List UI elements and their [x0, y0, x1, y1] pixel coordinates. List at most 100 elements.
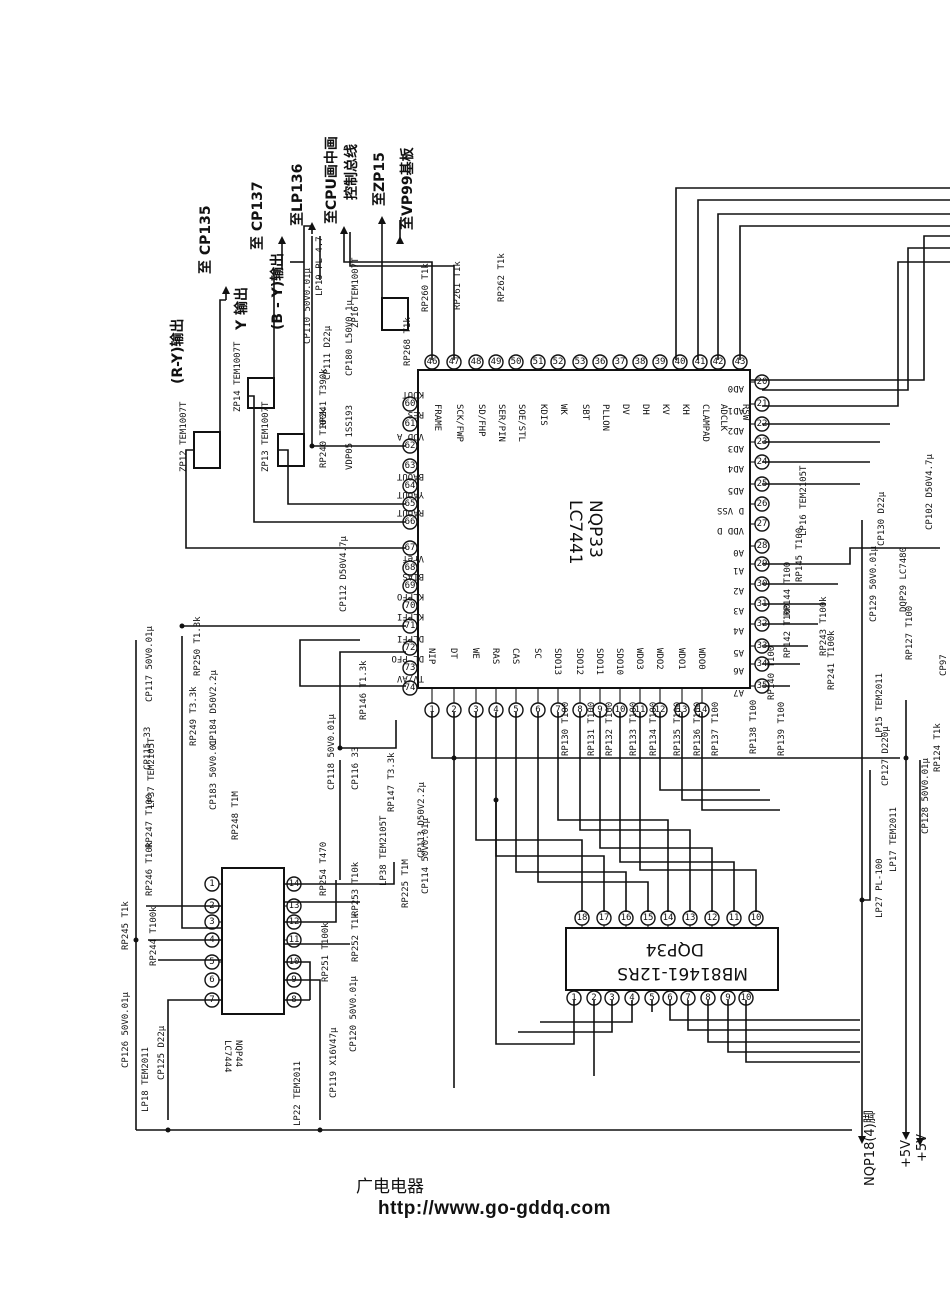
main-right-pin-label: AD4 [728, 463, 744, 473]
main-left-pin-label: DLPFI [397, 633, 424, 643]
main-right-pin [754, 496, 770, 512]
aux-left-pin [204, 972, 220, 988]
component-label: RP139 T100 [777, 702, 787, 756]
power-5v-1: +5V [899, 1140, 914, 1168]
component-label: RP247 T100 [145, 794, 155, 848]
main-left-pin [402, 478, 418, 494]
main-ic-part: LC7441 [565, 500, 585, 565]
component-label: RP146 T1.3k [359, 660, 369, 720]
component-label: CP116 33 [351, 747, 361, 790]
main-top-pin-num: 38 [635, 357, 646, 367]
component-label: CP129 50V0.01μ [869, 546, 879, 622]
main-left-pin-num: 63 [405, 461, 416, 471]
component-label: RP244 T100k [149, 906, 159, 966]
main-bottom-pin-num: 13 [677, 705, 688, 715]
component-label: CP110 50V0.01μ [303, 268, 313, 344]
component-label: CP113 D50V2.2μ [417, 782, 427, 858]
main-ic-bottom-pins: 1NIP2DT3WE4RAS5CAS6SC7SDO138SDO129SDO111… [424, 648, 710, 718]
main-left-pin-label: KOUT [402, 389, 424, 399]
component-label: RP253 T10k [351, 861, 361, 916]
main-left-pin-num: 72 [405, 643, 416, 653]
aux-left-pin [204, 954, 220, 970]
aux-left-pin-num: 5 [209, 957, 214, 967]
main-top-pin [508, 354, 524, 370]
component-label: ZP13 TEM1007T [261, 401, 271, 472]
main-left-pin [402, 578, 418, 594]
main-bottom-pin-num: 10 [615, 705, 626, 715]
main-left-pin-num: 62 [405, 441, 416, 451]
component-label: RP137 T100 [711, 702, 721, 756]
component-label: DQP29 LC7480 [899, 547, 909, 612]
main-right-pin-label: A6 [733, 665, 744, 675]
ram-bottom-pin-num: 6 [667, 993, 672, 1003]
component-label: RP144 T100 [783, 562, 793, 616]
main-top-pin-num: 42 [713, 357, 724, 367]
component-label: CP102 D50V4.7μ [925, 454, 935, 530]
main-bottom-pin-label: SDO12 [574, 648, 584, 675]
dest-vp99: 至VP99基板 [399, 146, 416, 230]
ram-ic-name: DQP34 [646, 939, 704, 959]
component-label: RP245 T1k [121, 901, 131, 950]
main-top-pin-label: DH [640, 404, 650, 415]
main-left-pin-num: 71 [405, 621, 416, 631]
ram-top-pin-num: 12 [707, 913, 718, 923]
component-label: ZP14 TEM1007T [233, 341, 243, 412]
main-top-pin-label: KV [660, 404, 670, 415]
main-left-pin-label: DL PFO [391, 653, 424, 663]
component-label: RP136 T100 [693, 702, 703, 756]
dest-cp135: 至 CP135 [198, 205, 214, 274]
main-top-pin-label: SD/FHP [476, 404, 486, 437]
main-bottom-pin-label: WDO1 [676, 648, 686, 670]
main-bottom-pin-label: WE [470, 648, 480, 659]
main-right-pin-label: D VSS [717, 505, 744, 515]
main-top-pin-label: RSW [740, 404, 750, 421]
component-label: RP268 T1k [403, 317, 413, 366]
component-label: CP180 L50V0.1μ [345, 300, 355, 376]
ram-top-pin-num: 16 [621, 913, 632, 923]
main-left-pin-label: BAOUT [396, 471, 424, 481]
main-top-pin-num: 39 [655, 357, 666, 367]
main-top-pin [632, 354, 648, 370]
main-top-pin [488, 354, 504, 370]
ram-top-pin-num: 17 [599, 913, 610, 923]
ram-bottom-pin-num: 8 [705, 993, 710, 1003]
main-left-pin-num: 60 [405, 399, 416, 409]
main-top-pin-label: KDIS [538, 404, 548, 426]
ram-top-pin-num: 11 [729, 913, 740, 923]
arrows [222, 216, 924, 1146]
main-top-pin-label: ADCLK [718, 404, 728, 432]
footer-brand: 广电电器 [356, 1177, 424, 1197]
component-label: VDP05 1SS193 [345, 405, 355, 470]
main-top-pin-num: 52 [553, 357, 564, 367]
main-left-pin-label: KLPFO [397, 591, 424, 601]
component-label: RP132 T100 [605, 702, 615, 756]
main-right-pin-num: 21 [757, 399, 768, 409]
component-label: LP16 TEM2105T [799, 465, 809, 536]
main-left-pin-num: 61 [405, 419, 416, 429]
buffer-zp16 [381, 297, 409, 331]
main-left-pin-num: 69 [405, 581, 416, 591]
main-bottom-pin-num: 4 [493, 705, 498, 715]
main-left-pin [402, 680, 418, 696]
main-bottom-pin-label: WDO2 [654, 648, 664, 670]
main-right-pin-label: AD5 [728, 485, 744, 495]
component-label: RP254 T470 [319, 842, 329, 896]
ram-bottom-pin-num: 9 [725, 993, 730, 1003]
main-top-pin-label: WK [558, 404, 568, 415]
main-bottom-pin-num: 9 [597, 705, 602, 715]
main-left-pin [402, 640, 418, 656]
dest-cpu-bus2: 控制总线 [343, 144, 360, 200]
main-right-pin-label: AD2 [728, 425, 744, 435]
main-bottom-pin-label: NIP [426, 648, 436, 665]
component-label: LP19 PL-4.7 [315, 236, 325, 296]
component-label: RP140 T100 [767, 646, 777, 700]
main-bottom-pin-label: WDO0 [696, 648, 706, 670]
component-label: CP114 50V0.01μ [421, 818, 431, 894]
aux-left-pin-num: 1 [209, 879, 214, 889]
component-label: LP27 PL-100 [875, 858, 885, 918]
output-y: Y 输出 [233, 287, 250, 331]
component-label: RP142 T100 [783, 604, 793, 658]
component-label: CP115 33 [143, 727, 153, 770]
